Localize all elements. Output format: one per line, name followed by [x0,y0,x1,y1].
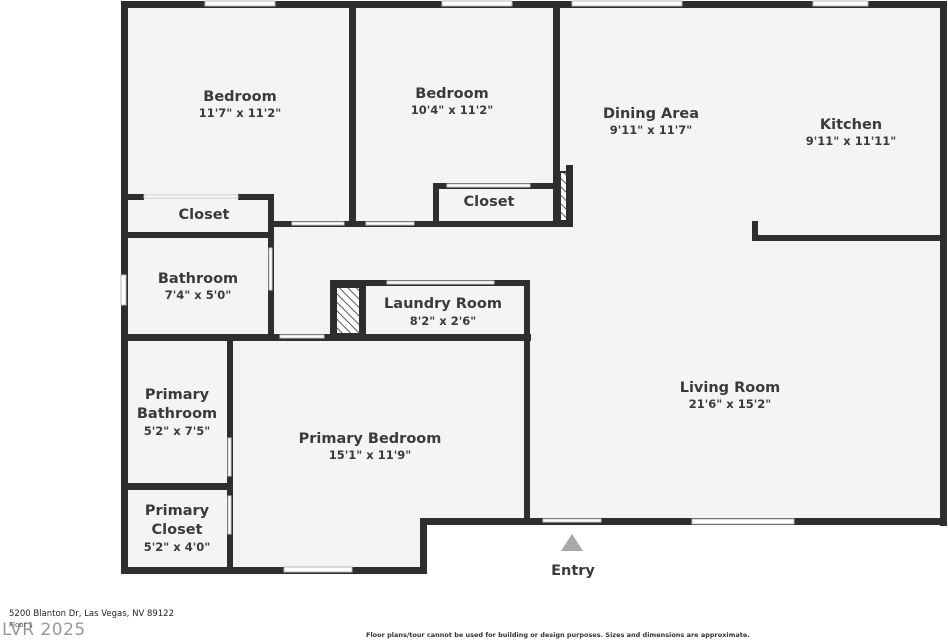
window [812,0,869,7]
property-address: 5200 Blanton Dr, Las Vegas, NV 89122 [9,609,174,619]
room-dims-primary-closet: 5'2" x 4'0" [144,540,210,554]
watermark: LVR 2025 [2,620,86,640]
room-name-laundry-room: Laundry Room [384,296,502,312]
doorway [227,495,232,535]
room-dims-primary-bathroom: 5'2" x 7'5" [144,424,210,438]
room-name-living-room: Living Room [680,380,781,396]
floor-area [125,5,943,570]
room-name-primary-closet-line2: Closet [152,522,203,538]
entry-door [542,518,602,523]
doorway [279,334,325,339]
room-name-primary-bedroom: Primary Bedroom [299,431,442,447]
room-name-dining-area: Dining Area [603,106,699,122]
room-name-bathroom: Bathroom [158,271,238,287]
room-name-bedroom-1: Bedroom [203,89,276,105]
doorway [365,221,415,226]
closet-door [143,194,239,199]
entry-label: Entry [551,563,595,579]
room-name-closet-1: Closet [179,207,230,223]
room-name-primary-bathroom-line1: Primary [145,387,210,403]
room-dims-living-room: 21'6" x 15'2" [689,397,771,411]
window [441,0,513,7]
floor-label: Floor 1 [9,621,34,629]
window [120,274,127,306]
doorway [268,247,273,291]
room-name-closet-2: Closet [464,194,515,210]
window [691,518,795,525]
closet-door [446,183,531,188]
windows [120,0,869,573]
doorway [291,221,345,226]
doorway [227,437,232,477]
room-dims-bedroom-2: 10'4" x 11'2" [411,103,493,117]
room-dims-dining-area: 9'11" x 11'7" [610,123,692,137]
room-dims-laundry-room: 8'2" x 2'6" [410,314,476,328]
water-heater-hatch [335,286,361,335]
window [204,0,276,7]
entry-arrow-icon [561,534,583,551]
disclaimer: Floor plans/tour cannot be used for buil… [366,631,750,639]
room-labels: Bedroom 11'7" x 11'2" Bedroom 10'4" x 11… [137,86,896,554]
doorway [386,280,495,285]
door-openings [143,183,602,535]
room-dims-kitchen: 9'11" x 11'11" [806,134,896,148]
window [283,566,353,573]
room-dims-bathroom: 7'4" x 5'0" [165,288,231,302]
window [571,0,683,7]
room-name-kitchen: Kitchen [820,117,882,133]
room-name-primary-bathroom-line2: Bathroom [137,406,217,422]
fixture-hatch [559,171,568,222]
room-dims-bedroom-1: 11'7" x 11'2" [199,106,281,120]
room-name-bedroom-2: Bedroom [415,86,488,102]
room-dims-primary-bedroom: 15'1" x 11'9" [329,448,411,462]
room-name-primary-closet-line1: Primary [145,503,210,519]
